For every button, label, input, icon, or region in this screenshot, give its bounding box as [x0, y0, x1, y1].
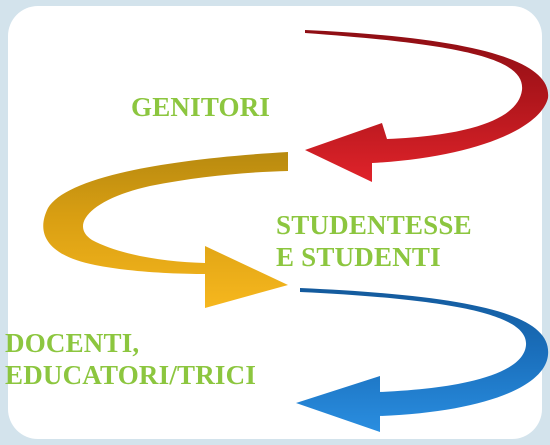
- yellow-arrow: [43, 152, 288, 308]
- label-docenti-line1: DOCENTI,: [5, 328, 140, 358]
- red-arrow: [305, 30, 549, 182]
- label-docenti-educatori: DOCENTI, EDUCATORI/TRICI: [5, 327, 256, 391]
- label-docenti-line2: EDUCATORI/TRICI: [5, 360, 257, 390]
- diagram-panel: [8, 6, 542, 439]
- label-studentesse-studenti: STUDENTESSE E STUDENTI: [276, 209, 472, 273]
- label-genitori: GENITORI: [131, 91, 270, 123]
- blue-arrow: [296, 288, 549, 432]
- label-studenti-line1: STUDENTESSE: [276, 210, 472, 240]
- label-studenti-line2: E STUDENTI: [276, 242, 441, 272]
- label-genitori-text: GENITORI: [131, 92, 271, 122]
